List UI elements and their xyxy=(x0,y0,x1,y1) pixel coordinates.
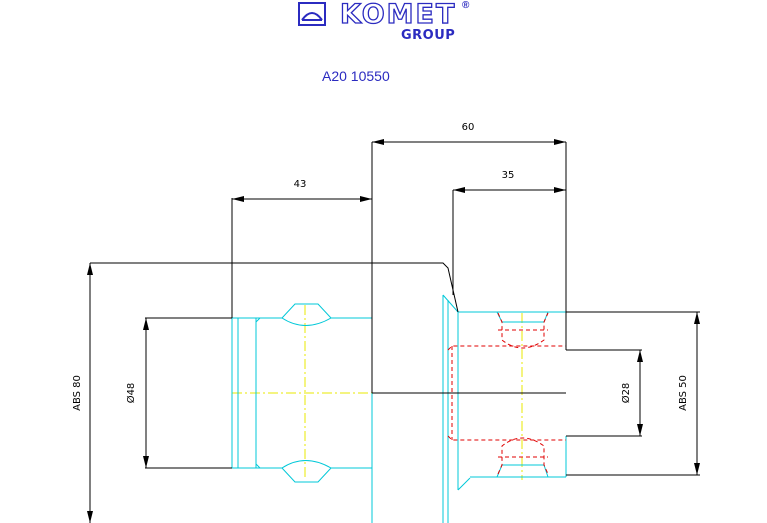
brand-logo-text: KOMET xyxy=(339,0,457,30)
komet-logo-icon xyxy=(298,2,326,26)
dim-overall-length: 60 xyxy=(462,122,475,133)
dim-right-shank: ABS 50 xyxy=(678,375,689,411)
dim-outer-diameter: ABS 80 xyxy=(72,375,83,411)
dim-right-bore: Ø28 xyxy=(620,383,632,404)
dim-right-offset: 35 xyxy=(502,170,515,181)
registered-mark: ® xyxy=(462,0,470,11)
dim-left-offset: 43 xyxy=(294,179,307,190)
brand-group-label: GROUP xyxy=(401,28,456,43)
arrowheads xyxy=(87,139,700,523)
dimension-lines xyxy=(89,141,700,523)
drawing-id: A20 10550 xyxy=(322,68,390,84)
part-outline xyxy=(231,294,567,523)
hidden-lines xyxy=(447,312,566,475)
dim-left-bore: Ø48 xyxy=(125,383,137,404)
